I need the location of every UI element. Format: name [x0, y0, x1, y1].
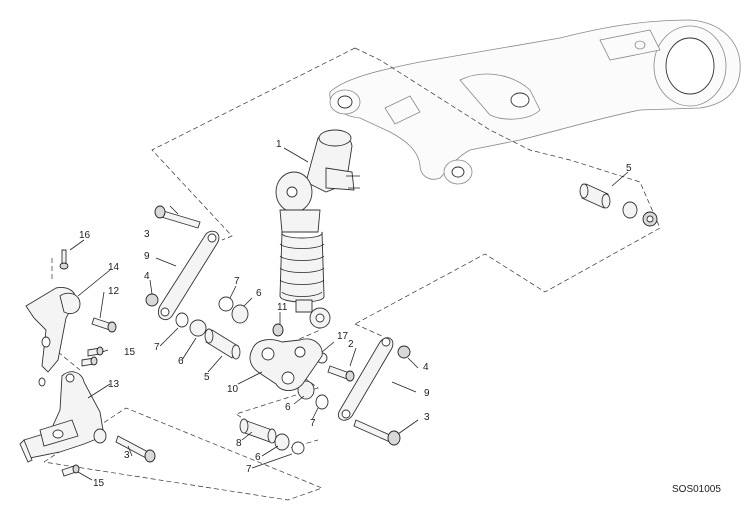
- callout-16: 16: [79, 230, 91, 241]
- callout-17: 17: [337, 331, 349, 342]
- callout-7: 7: [310, 418, 316, 429]
- upper-bracket: [25, 287, 81, 387]
- shock-absorber: [275, 129, 360, 329]
- callout-5: 5: [626, 163, 632, 174]
- callout-4: 4: [423, 362, 429, 373]
- small-hardware: [145, 293, 411, 455]
- spacer-right-upper: [579, 183, 658, 227]
- callout-2: 2: [348, 339, 354, 350]
- footrest-bracket: [19, 371, 107, 463]
- callout-6: 6: [255, 452, 261, 463]
- callout-4: 4: [144, 271, 150, 282]
- callout-7: 7: [154, 342, 160, 353]
- callout-12: 12: [108, 286, 120, 297]
- callout-9: 9: [424, 388, 430, 399]
- callout-6: 6: [256, 288, 262, 299]
- callout-14: 14: [108, 262, 120, 273]
- callout-labels: 1 2 3 3 3 4 4 5 5 6 6 6 6 7 7 7 7 8 9 9 …: [79, 139, 721, 495]
- callout-3: 3: [124, 450, 130, 461]
- callout-10: 10: [227, 384, 239, 395]
- callout-6: 6: [285, 402, 291, 413]
- callout-15: 15: [124, 347, 136, 358]
- bolts: [115, 205, 401, 463]
- rocker-arm: [249, 338, 323, 391]
- callout-8: 8: [236, 438, 242, 449]
- bolt-12: [91, 317, 117, 333]
- callout-9: 9: [144, 251, 150, 262]
- leader-lines: [69, 147, 629, 481]
- callout-7: 7: [234, 276, 240, 287]
- bolt-16: [59, 249, 69, 270]
- link-rod-left: [158, 230, 220, 320]
- callout-5: 5: [204, 372, 210, 383]
- link-rod-right: [338, 337, 394, 421]
- callout-1: 1: [276, 139, 282, 150]
- swingarm: [329, 19, 741, 185]
- screws-15: [61, 346, 104, 477]
- callout-3: 3: [144, 229, 150, 240]
- callout-7: 7: [246, 464, 252, 475]
- callout-6: 6: [178, 356, 184, 367]
- callout-15: 15: [93, 478, 105, 489]
- diagram-code: SOS01005: [672, 484, 721, 495]
- callout-13: 13: [108, 379, 120, 390]
- callout-3: 3: [424, 412, 430, 423]
- callout-11: 11: [277, 302, 288, 313]
